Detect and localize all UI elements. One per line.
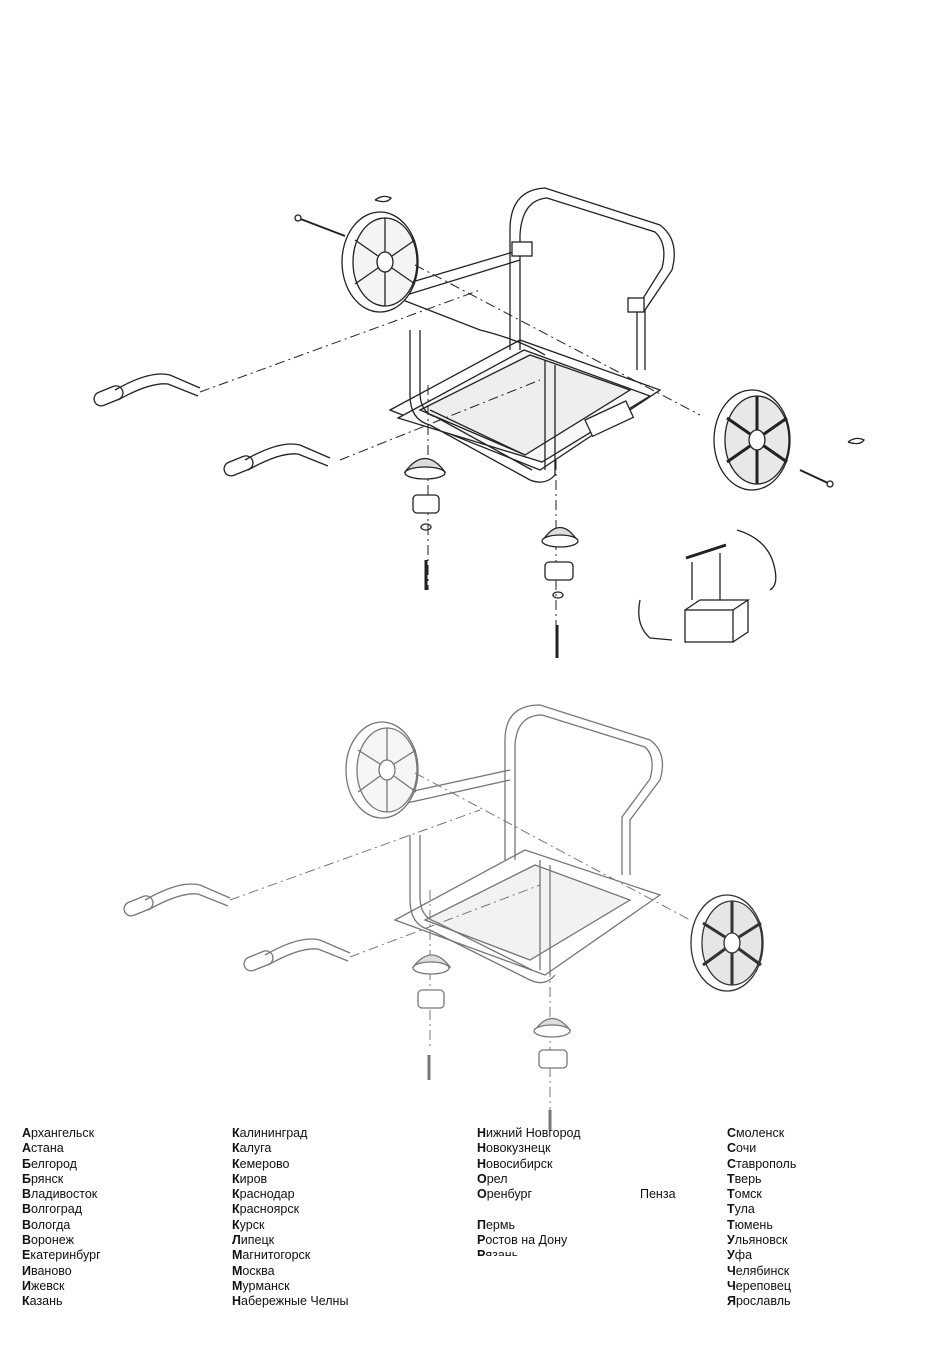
city-item: Иваново <box>22 1263 72 1278</box>
assembly-diagram-top <box>0 170 950 670</box>
battery-assembly <box>638 529 777 643</box>
city-item: Ижевск <box>22 1278 65 1293</box>
handles <box>123 883 351 972</box>
rubber-feet <box>411 954 572 1130</box>
city-item: Вологда <box>22 1217 71 1232</box>
frame-base <box>388 339 662 471</box>
assembly-lines <box>229 772 691 1125</box>
city-item: Магнитогорск <box>232 1248 311 1263</box>
city-item: Тула <box>727 1202 755 1217</box>
city-item: Мурманск <box>232 1278 290 1293</box>
city-item-cut: Рязань <box>477 1248 519 1257</box>
city-item: Челябинск <box>727 1263 790 1278</box>
city-item: Краснодар <box>232 1187 295 1202</box>
city-item: Калуга <box>232 1141 272 1156</box>
handles <box>93 373 331 477</box>
city-item: Ярославль <box>727 1294 791 1309</box>
wheel-right <box>713 389 791 491</box>
city-item: Тверь <box>727 1171 762 1186</box>
axle-pins <box>294 195 865 488</box>
city-item: Архангельск <box>22 1126 95 1140</box>
city-item: Киров <box>232 1171 268 1186</box>
city-item: Казань <box>22 1294 63 1309</box>
city-item: Брянск <box>22 1171 64 1186</box>
city-item: Нижний Новгород <box>477 1126 581 1140</box>
city-item: Ульяновск <box>727 1233 788 1248</box>
city-item: Пермь <box>477 1217 515 1232</box>
city-item: Красноярск <box>232 1202 300 1217</box>
city-item: Москва <box>232 1263 275 1278</box>
city-item: Новокузнецк <box>477 1141 551 1156</box>
frame-handle <box>384 187 675 483</box>
wheel-left <box>341 211 419 313</box>
city-item: Орел <box>477 1171 508 1186</box>
city-item: Липецк <box>232 1233 275 1248</box>
city-item: Смоленск <box>727 1126 785 1140</box>
city-item: Ростов на Дону <box>477 1233 568 1248</box>
city-item: Череповец <box>727 1278 791 1293</box>
city-item-penza: Пенза <box>640 1187 676 1201</box>
city-item: Оренбург <box>477 1187 533 1202</box>
city-item: Кемерово <box>232 1156 290 1171</box>
city-item: Томск <box>727 1187 762 1202</box>
assembly-diagram-bottom <box>0 695 950 1135</box>
city-item: Астана <box>22 1141 64 1156</box>
wheel-left <box>345 721 419 819</box>
city-item: Тюмень <box>727 1217 773 1232</box>
wheel-right <box>690 894 764 992</box>
city-item: Набережные Челны <box>232 1294 349 1309</box>
city-item: Волгоград <box>22 1202 82 1217</box>
city-item: Белгород <box>22 1156 77 1171</box>
city-item: Екатеринбург <box>22 1248 101 1263</box>
city-item: Новосибирск <box>477 1156 553 1171</box>
city-item: Уфа <box>727 1248 753 1263</box>
city-item: Калининград <box>232 1126 308 1140</box>
frame-base <box>393 849 662 976</box>
city-item: Курск <box>232 1217 265 1232</box>
city-item: Воронеж <box>22 1233 74 1248</box>
city-item: Владивосток <box>22 1187 98 1202</box>
frame-handle <box>394 704 664 984</box>
rubber-feet <box>403 457 579 658</box>
city-item: Сочи <box>727 1141 757 1156</box>
city-item: Ставрополь <box>727 1156 797 1171</box>
assembly-lines <box>199 264 701 660</box>
